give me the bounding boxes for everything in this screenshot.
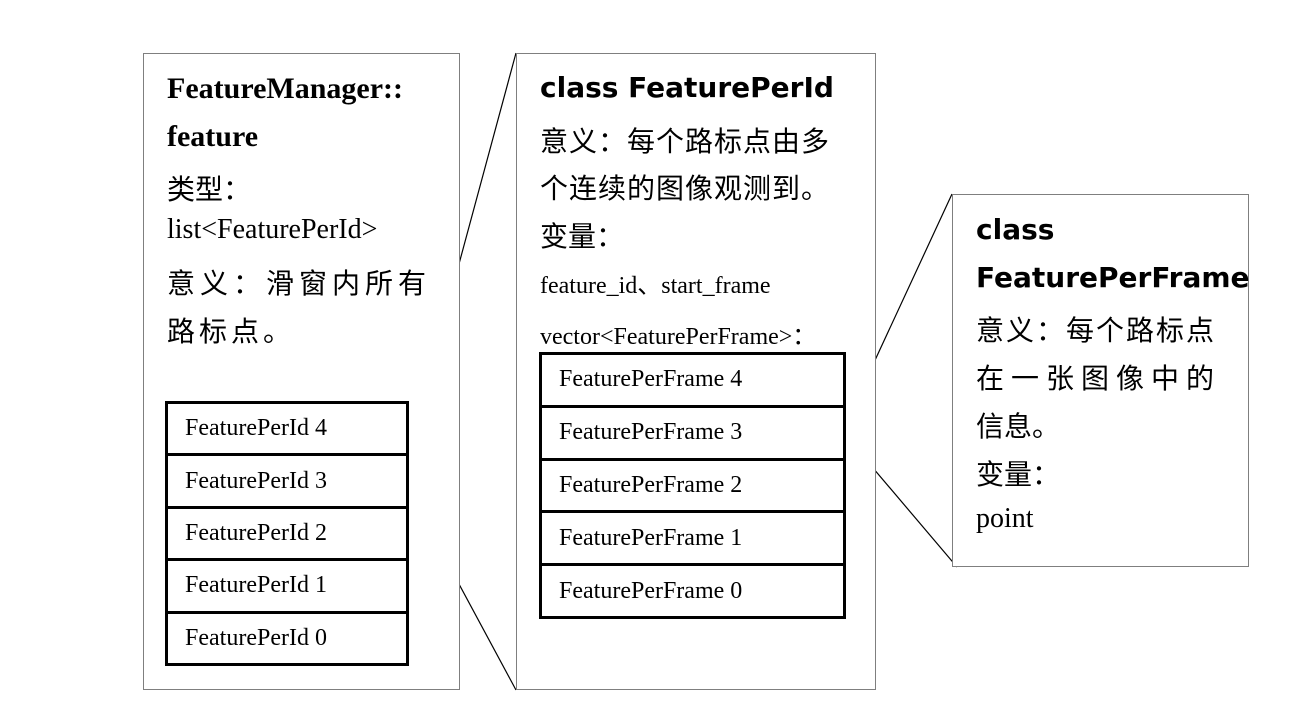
manager-title-line2: feature [167, 120, 259, 153]
perframe-vars-label: 变量： [976, 458, 1061, 491]
perid-meaning-line2: 个连续的图像观测到。 [540, 172, 831, 205]
list-item: FeaturePerId 4 [168, 404, 406, 457]
feature-per-id-panel [516, 53, 876, 690]
manager-type-value: list<FeaturePerId> [167, 214, 378, 245]
list-item: FeaturePerId 1 [168, 561, 406, 614]
perid-var-line1: feature_id、start_frame [540, 273, 771, 299]
perid-meaning-line1: 意义：每个路标点由多 [540, 125, 831, 158]
manager-meaning-line2: 路标点。 [167, 315, 296, 348]
perframe-meaning-line1: 意义：每个路标点 [976, 314, 1217, 347]
feature-per-id-list: FeaturePerId 4 FeaturePerId 3 FeaturePer… [165, 401, 409, 666]
perframe-title-line2: FeaturePerFrame [976, 261, 1250, 294]
perid-vars-label: 变量： [540, 220, 625, 253]
list-item: FeaturePerFrame 4 [542, 355, 843, 408]
perframe-title-line1: class [976, 213, 1055, 246]
feature-per-frame-panel [952, 194, 1249, 567]
list-item: FeaturePerFrame 1 [542, 513, 843, 567]
list-item: FeaturePerId 0 [168, 614, 406, 666]
perframe-meaning-line3: 信息。 [976, 410, 1061, 443]
perframe-var-value: point [976, 503, 1034, 534]
manager-title-line1: FeatureManager:: [167, 72, 404, 105]
feature-per-frame-list: FeaturePerFrame 4 FeaturePerFrame 3 Feat… [539, 352, 846, 619]
list-item: FeaturePerFrame 0 [542, 566, 843, 619]
list-item: FeaturePerFrame 3 [542, 408, 843, 461]
perframe-meaning-line2: 在一张图像中的 [976, 362, 1222, 395]
list-item: FeaturePerFrame 2 [542, 461, 843, 514]
perid-var-line2: vector<FeaturePerFrame>： [540, 324, 817, 350]
perid-title: class FeaturePerId [540, 71, 834, 104]
list-item: FeaturePerId 2 [168, 509, 406, 562]
manager-meaning-line1: 意义：滑窗内所有 [167, 267, 432, 300]
manager-type-label: 类型： [167, 173, 252, 206]
list-item: FeaturePerId 3 [168, 456, 406, 509]
